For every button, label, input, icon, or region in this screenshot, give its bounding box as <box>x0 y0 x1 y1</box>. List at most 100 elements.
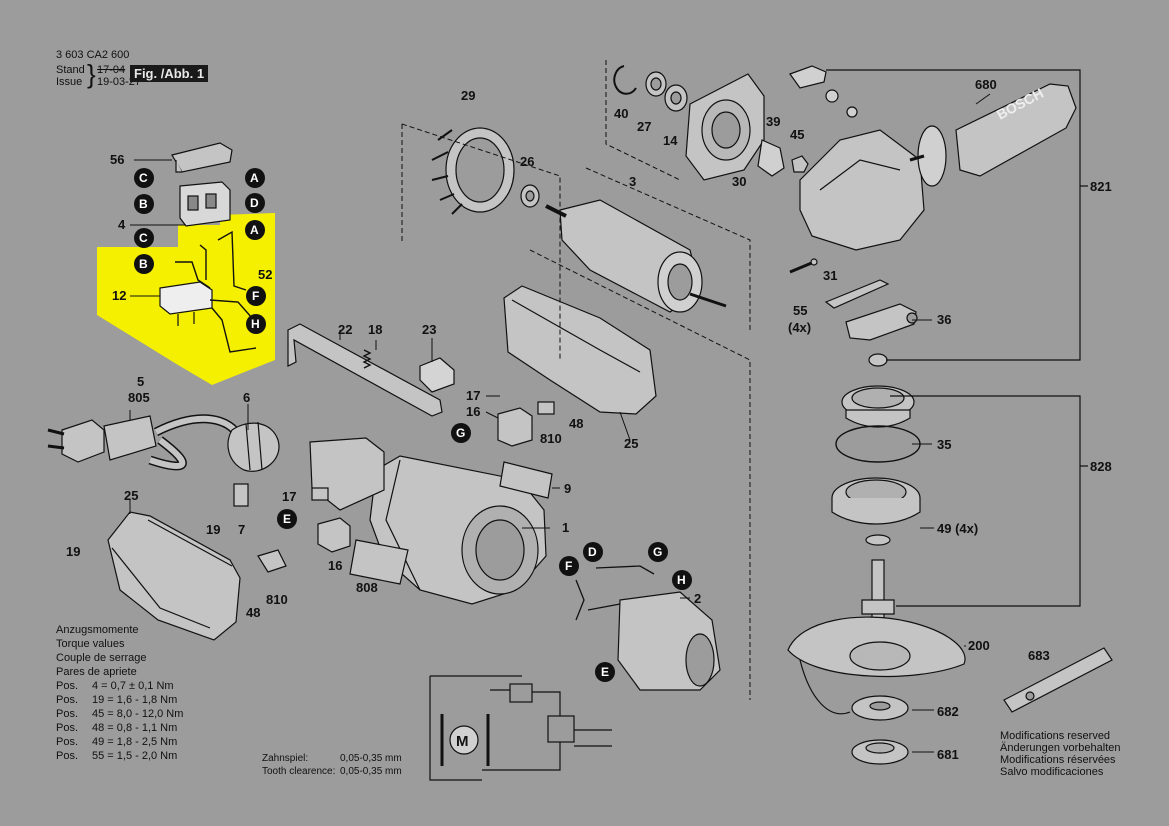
part-label-36: 36 <box>937 312 951 327</box>
part-label-7: 7 <box>238 522 245 537</box>
switch-body-part <box>179 181 231 227</box>
part-label-55-quantity: (4x) <box>788 320 811 335</box>
badge-g-left: G <box>456 426 465 440</box>
part-label-55: 55 <box>793 303 807 318</box>
torque-row: Pos.45 = 8,0 - 12,0 Nm <box>56 708 184 720</box>
bushing-part <box>868 353 888 367</box>
modifications-en: Modifications reserved <box>1000 730 1111 742</box>
leader-lines <box>129 93 991 753</box>
tooth-label-en: Tooth clearence: <box>262 766 336 777</box>
part-label-200: 200 <box>968 638 990 653</box>
badge-f-left: F <box>252 289 259 303</box>
torque-title-es: Pares de apriete <box>56 666 137 678</box>
gasket-part <box>835 425 921 463</box>
torque-row: Pos.49 = 1,8 - 2,5 Nm <box>56 736 178 748</box>
cable-protector-part <box>227 421 280 472</box>
badge-b-mid: B <box>139 257 148 271</box>
assembly-guide-lines <box>401 60 751 700</box>
header-brace: } <box>87 59 96 89</box>
clamping-nut-part <box>851 739 909 765</box>
stand-label: Stand <box>56 64 85 76</box>
part-label-22: 22 <box>338 322 352 337</box>
modifications-de: Änderungen vorbehalten <box>1000 742 1121 754</box>
field-coil-part <box>617 591 721 691</box>
part-label-16-upper: 16 <box>466 404 480 419</box>
tooth-clearance-note: Zahnspiel:0,05-0,35 mm Tooth clearence:0… <box>262 752 402 778</box>
part-label-16-lower: 16 <box>328 558 342 573</box>
badge-c-mid: C <box>139 231 148 245</box>
part-label-6: 6 <box>243 390 250 405</box>
part-label-808: 808 <box>356 580 378 595</box>
gear-head-part <box>799 129 925 251</box>
bearing-flange-part <box>831 477 921 525</box>
part-label-12: 12 <box>112 288 126 303</box>
badge-d-right: D <box>588 545 597 559</box>
fan-part <box>431 127 515 215</box>
switch-cap-part <box>171 142 233 173</box>
wheel-guard-part <box>787 616 966 715</box>
housing-shell-top-part <box>503 285 657 415</box>
part-label-821: 821 <box>1090 179 1112 194</box>
part-label-17-upper: 17 <box>466 388 480 403</box>
torque-title-de: Anzugsmomente <box>56 624 139 636</box>
spindle-part <box>861 559 895 631</box>
part-label-683: 683 <box>1028 648 1050 663</box>
part-label-29: 29 <box>461 88 475 103</box>
auxiliary-handle-part <box>909 83 1077 187</box>
part-label-810-lower: 810 <box>266 592 288 607</box>
part-label-14: 14 <box>663 133 678 148</box>
housing-shell-left-part <box>107 511 241 641</box>
connector-badges: C A B D C A B F H G E D G F H E <box>134 168 692 682</box>
stand-value: 17-04 <box>97 64 126 76</box>
armature-part <box>545 199 727 313</box>
part-label-19-mid: 19 <box>206 522 220 537</box>
part-label-810-upper: 810 <box>540 431 562 446</box>
tooth-value-de: 0,05-0,35 mm <box>340 753 402 764</box>
part-label-39: 39 <box>766 114 780 129</box>
slide-switch-part <box>419 357 455 393</box>
crown-gear-part <box>841 385 915 428</box>
tooth-value-en: 0,05-0,35 mm <box>340 766 402 777</box>
badge-f-right: F <box>565 559 572 573</box>
badge-h-left: H <box>251 317 260 331</box>
spindle-lock-button-part <box>789 65 858 118</box>
nut-part <box>791 155 809 173</box>
part-label-4: 4 <box>118 217 126 232</box>
brush-holder-lower-part <box>311 487 351 553</box>
part-label-9: 9 <box>564 481 571 496</box>
torque-title-en: Torque values <box>56 638 125 650</box>
part-label-805: 805 <box>128 390 150 405</box>
part-label-680: 680 <box>975 77 997 92</box>
modifications-es: Salvo modificaciones <box>1000 766 1104 778</box>
torque-values-table: Anzugsmomente Torque values Couple de se… <box>56 623 222 763</box>
screw-part <box>789 258 818 274</box>
motor-symbol-letter: M <box>456 733 469 750</box>
part-label-2: 2 <box>694 591 701 606</box>
part-label-56: 56 <box>110 152 124 167</box>
part-label-23: 23 <box>422 322 436 337</box>
document-number: 3 603 CA2 600 <box>56 49 130 61</box>
bearing-part <box>520 184 540 208</box>
motor-housing-part <box>369 455 547 605</box>
figure-label: Fig. /Abb. 1 <box>130 65 209 82</box>
torque-row: Pos.48 = 0,8 - 1,1 Nm <box>56 722 178 734</box>
badge-e-right: E <box>601 665 609 679</box>
gear-housing-part <box>685 73 765 181</box>
badge-e-left: E <box>283 512 291 526</box>
brush-holder-part <box>497 407 533 447</box>
badge-g-right: G <box>653 545 662 559</box>
part-label-682: 682 <box>937 704 959 719</box>
badge-h-right: H <box>677 573 686 587</box>
part-label-52: 52 <box>258 267 272 282</box>
part-label-48-lower: 48 <box>246 605 260 620</box>
badge-b-top: B <box>139 197 148 211</box>
power-cord-part <box>47 414 245 471</box>
part-label-3: 3 <box>629 174 636 189</box>
torque-row: Pos.55 = 1,5 - 2,0 Nm <box>56 750 178 762</box>
part-label-1: 1 <box>562 520 569 535</box>
part-label-681: 681 <box>937 747 959 762</box>
part-label-49: 49 (4x) <box>937 521 978 536</box>
modifications-fr: Modifications réservées <box>1000 754 1116 766</box>
